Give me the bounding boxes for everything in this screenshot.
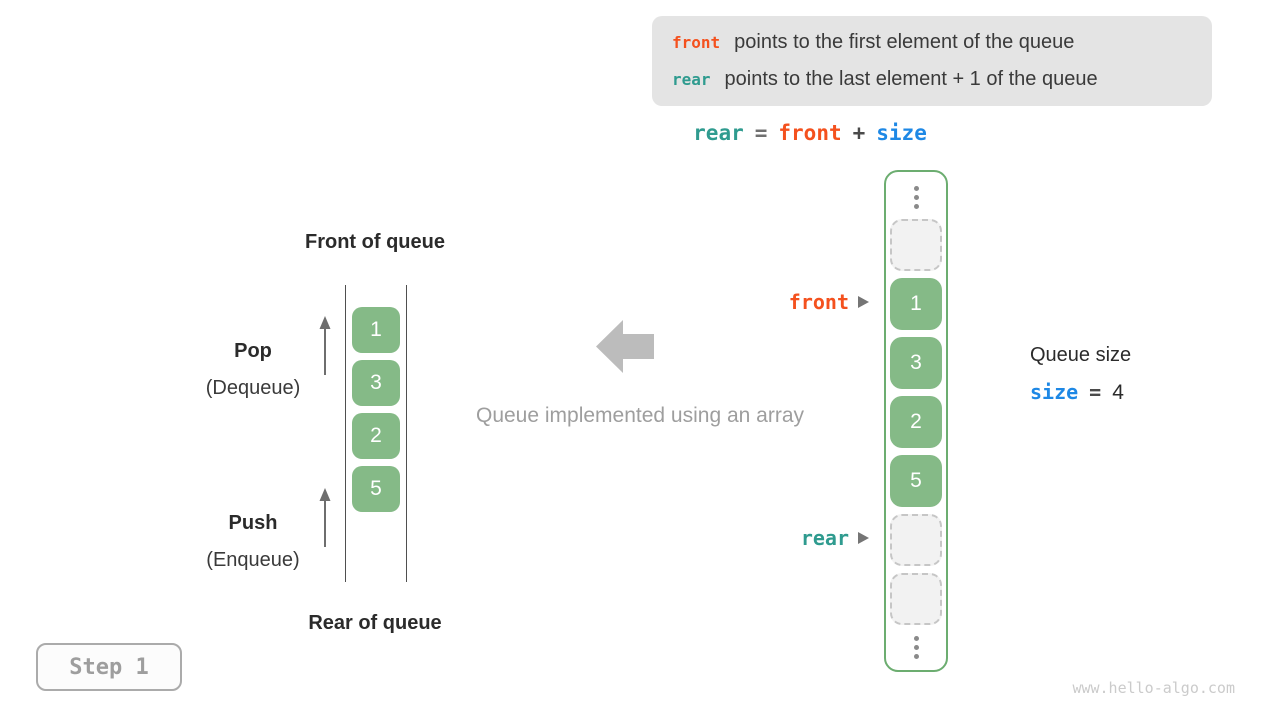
- dequeue-label: (Dequeue): [205, 377, 301, 399]
- front-of-queue-label: Front of queue: [305, 231, 445, 253]
- enqueue-label: (Enqueue): [206, 549, 300, 571]
- rear-pointer-label: rear: [800, 526, 849, 550]
- front-pointer-label: front: [788, 290, 849, 314]
- pop-label: Pop: [234, 340, 272, 362]
- push-label-block: Push (Enqueue): [178, 505, 328, 579]
- legend-box: front points to the first element of the…: [652, 16, 1212, 106]
- array-container: 1 3 2 5: [884, 170, 948, 672]
- queue-size-label: Queue size: [1030, 344, 1132, 366]
- diagram-caption: Queue implemented using an array: [475, 404, 805, 427]
- front-pointer: front: [735, 289, 869, 315]
- array-cell-empty: [890, 219, 942, 271]
- legend-line-front: front points to the first element of the…: [672, 24, 1192, 61]
- queue-channel: [345, 285, 407, 582]
- step-badge: Step 1: [36, 643, 182, 691]
- legend-rear-text: points to the last element + 1 of the qu…: [724, 68, 1098, 90]
- array-cell-empty: [890, 573, 942, 625]
- queue-size-block: Queue size size = 4: [1030, 344, 1131, 405]
- push-label: Push: [228, 512, 278, 534]
- up-arrow-icon: [319, 316, 331, 375]
- formula-equals: =: [754, 121, 768, 145]
- array-cell-value: 5: [890, 455, 942, 507]
- size-value: 4: [1112, 381, 1124, 404]
- legend-line-rear: rear points to the last element + 1 of t…: [672, 61, 1192, 98]
- legend-front-text: points to the first element of the queue: [734, 31, 1075, 53]
- ellipsis-icon: [913, 632, 919, 662]
- left-queue-cell: 2: [352, 413, 400, 459]
- left-queue-cell: 3: [352, 360, 400, 406]
- formula-size: size: [876, 121, 927, 145]
- size-equals: =: [1089, 380, 1102, 404]
- formula: rear = front + size: [640, 121, 980, 151]
- formula-rear: rear: [693, 121, 744, 145]
- rear-code-label: rear: [672, 70, 711, 89]
- array-cell-empty: [890, 514, 942, 566]
- pointer-arrow-icon: [858, 532, 869, 544]
- pop-label-block: Pop (Dequeue): [178, 333, 328, 407]
- left-block-arrow-icon: [596, 320, 654, 373]
- left-queue-cell: 5: [352, 466, 400, 512]
- left-queue-cell: 1: [352, 307, 400, 353]
- front-code-label: front: [672, 33, 721, 52]
- rear-of-queue-label: Rear of queue: [308, 612, 442, 634]
- formula-plus: +: [852, 121, 866, 145]
- pointer-arrow-icon: [858, 296, 869, 308]
- array-cell-value: 3: [890, 337, 942, 389]
- watermark: www.hello-algo.com: [1072, 679, 1235, 697]
- size-code-label: size: [1030, 380, 1079, 404]
- formula-front: front: [778, 121, 842, 145]
- array-cell-value: 1: [890, 278, 942, 330]
- queue-size-equation: size = 4: [1030, 380, 1131, 405]
- array-cell-value: 2: [890, 396, 942, 448]
- ellipsis-icon: [913, 182, 919, 212]
- up-arrow-icon: [319, 488, 331, 547]
- rear-pointer: rear: [735, 525, 869, 551]
